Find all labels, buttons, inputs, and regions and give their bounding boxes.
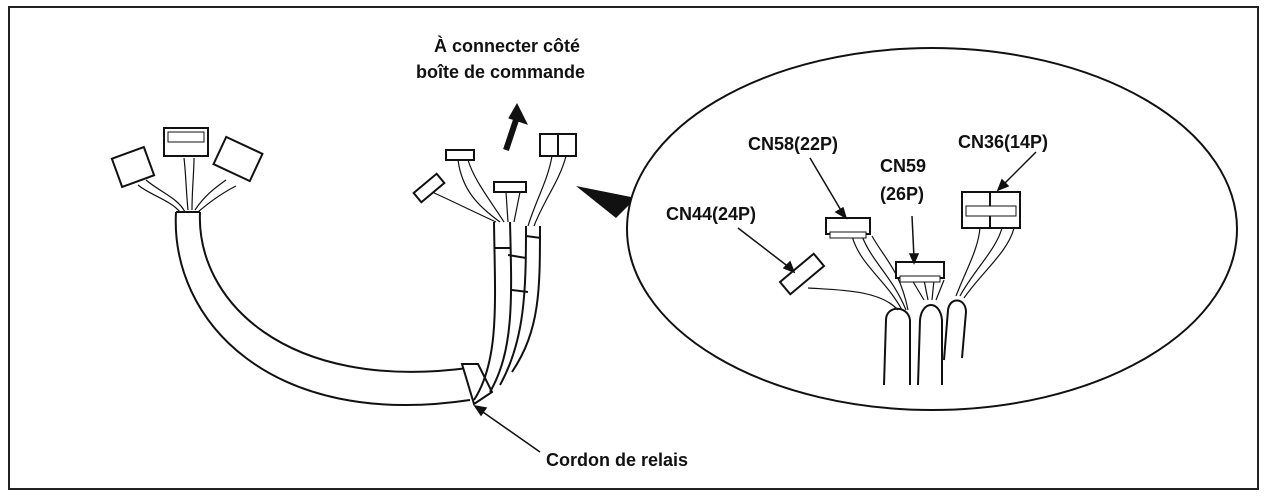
main-bundle-outer: [174, 211, 471, 406]
main-bundle-inner: [198, 211, 469, 373]
label-top-line2: boîte de commande: [416, 62, 585, 82]
zoomed-connectors: [778, 191, 1021, 296]
branch-right-outer: [499, 225, 527, 386]
left-connectors: [110, 127, 264, 189]
right-connectors: [412, 133, 577, 204]
zoomed-harness: [807, 227, 1015, 386]
label-top-line1: À connecter côté: [434, 35, 580, 56]
label-cn59-line2: (26P): [880, 184, 924, 204]
label-cn36: CN36(14P): [958, 132, 1048, 152]
connector-cn44: [778, 252, 826, 296]
connector-cn58-small: [445, 149, 475, 161]
connector-cn59-small: [493, 181, 527, 193]
connector-left-3: [212, 135, 264, 183]
relay-cord-harness: [137, 155, 567, 406]
label-cn59-line1: CN59: [880, 156, 926, 176]
arrow-up-icon: [503, 102, 528, 151]
branch-right-inner: [511, 225, 541, 373]
label-cn58: CN58(22P): [748, 134, 838, 154]
zoom-ellipse: [626, 47, 1238, 411]
connector-cn44-small: [412, 172, 446, 204]
bundle-sleeve: [460, 363, 494, 406]
branch-left-inner: [489, 221, 513, 393]
leader-lines: [473, 151, 1037, 453]
labels: À connecter côté boîte de commande CN58(…: [416, 35, 1048, 470]
zoom-pointer: [576, 186, 636, 218]
connector-left-1: [110, 145, 156, 189]
label-cn44: CN44(24P): [666, 204, 756, 224]
branch-left-outer: [473, 221, 497, 401]
label-cordon: Cordon de relais: [546, 450, 688, 470]
